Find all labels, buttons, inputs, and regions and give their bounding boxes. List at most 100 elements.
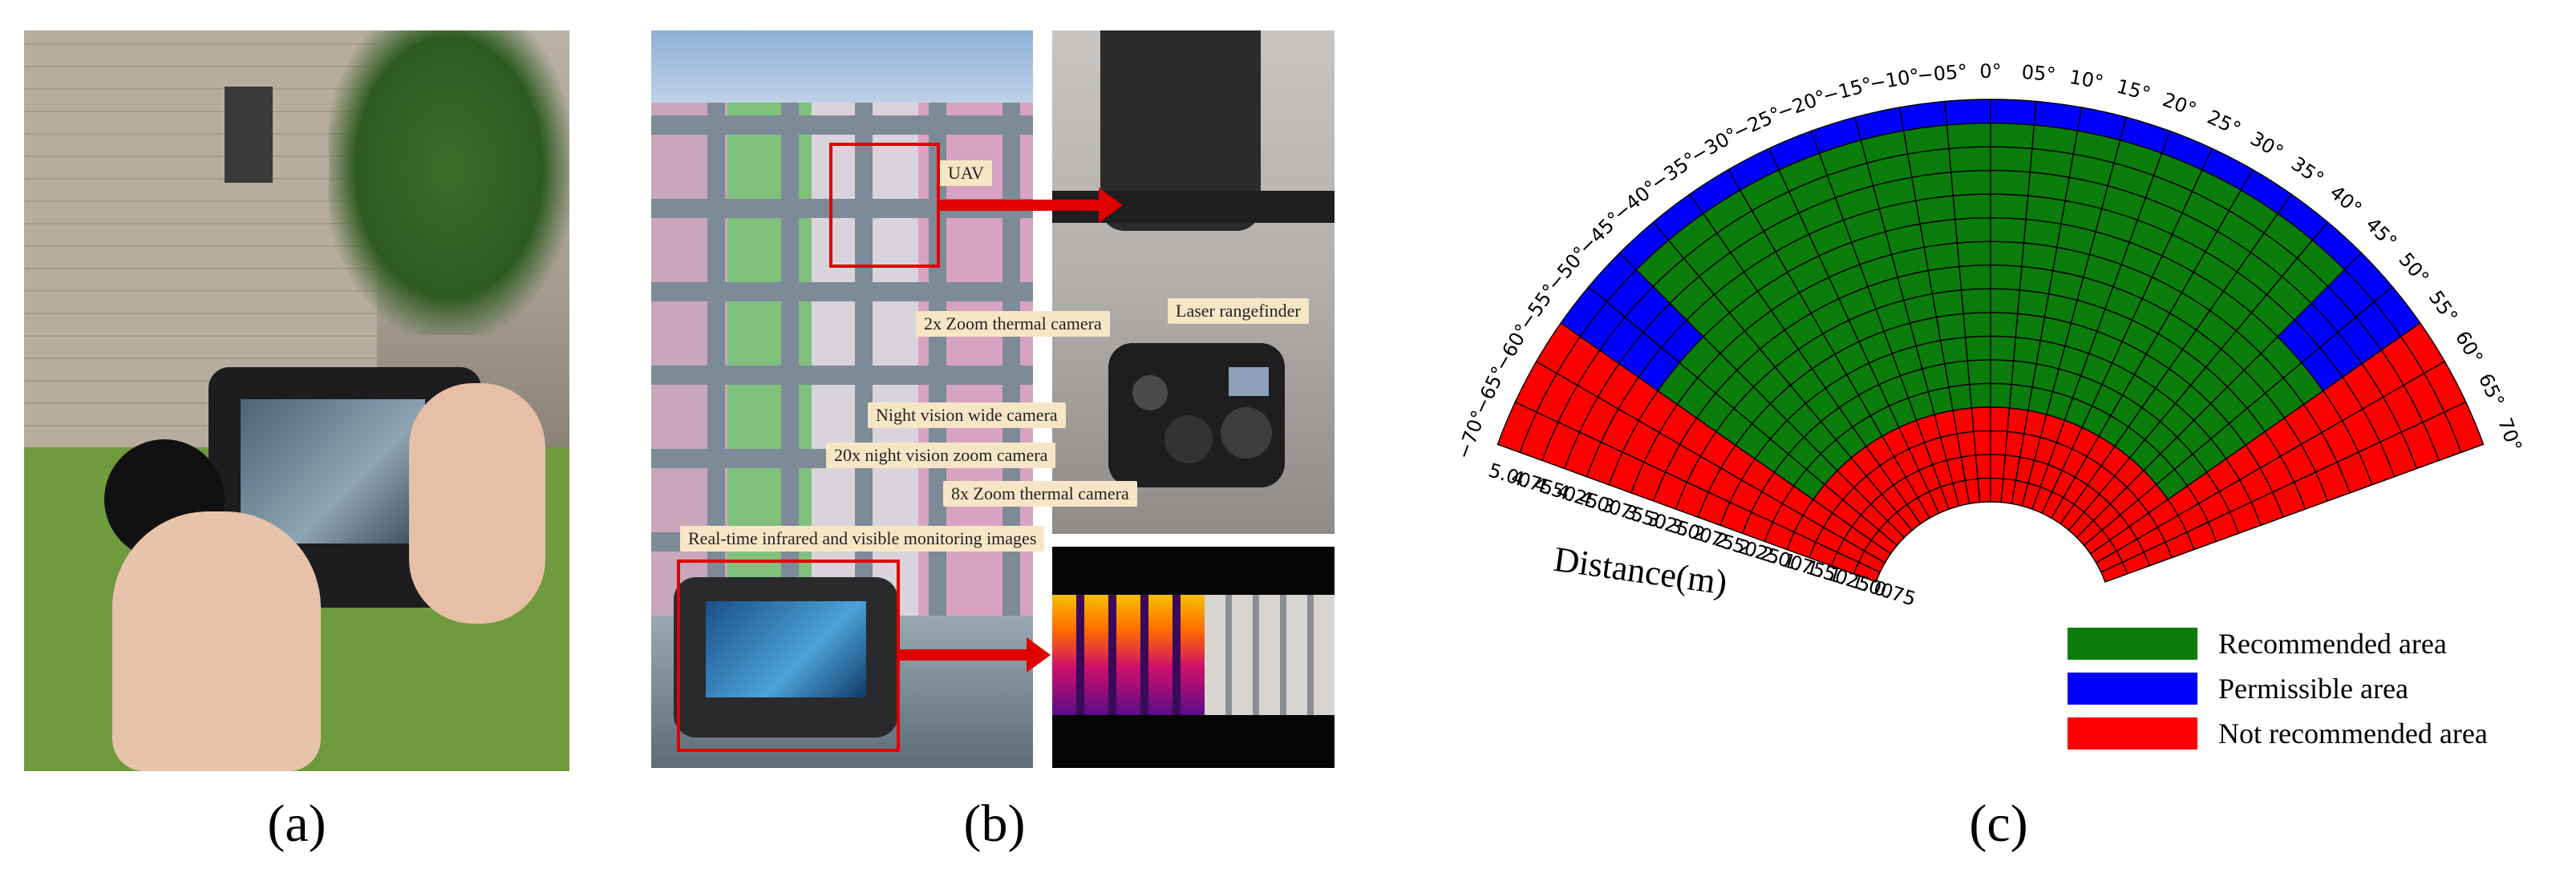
- polar-cell: [1990, 146, 2033, 173]
- angle-tick-label: 35°: [2287, 152, 2328, 190]
- visible-image: [1205, 595, 1335, 715]
- angle-tick-label: 0°: [1979, 60, 2001, 83]
- building-window: [225, 87, 273, 183]
- polar-cell: [1973, 430, 1991, 456]
- radial-tick-label: 0.75: [1871, 576, 1918, 610]
- polar-cell: [1948, 383, 1973, 411]
- caption-a: (a): [267, 794, 326, 853]
- polar-cell: [2444, 401, 2485, 454]
- hand-left: [112, 511, 321, 771]
- uav-highlight-box: [829, 143, 940, 268]
- polar-cell: [2021, 242, 2058, 272]
- polar-cell: [2015, 313, 2046, 341]
- polar-cell: [2012, 336, 2042, 365]
- angle-tick-label: 65°: [2474, 370, 2509, 410]
- angle-tick-label: 70°: [2493, 415, 2526, 455]
- polar-cell: [1944, 99, 1991, 126]
- polar-cell: [1977, 477, 1991, 503]
- polar-cell: [1990, 430, 2008, 456]
- lens-thermal-8x: [1221, 407, 1272, 459]
- hand-right: [409, 383, 545, 624]
- polar-cell: [1939, 336, 1969, 365]
- polar-cell: [1990, 122, 2035, 150]
- controller-screen: [706, 601, 866, 697]
- polar-cell: [1954, 216, 1991, 244]
- laser-rangefinder-window: [1229, 367, 1269, 396]
- angle-tick-label: 50°: [2394, 249, 2433, 289]
- lens-thermal-2x: [1132, 375, 1168, 410]
- angle-tick-label: 05°: [2021, 61, 2057, 87]
- callout-realtime-monitoring: Real-time infrared and visible monitorin…: [680, 526, 1045, 552]
- polar-cell: [1952, 407, 1975, 434]
- uav-arrow: [940, 188, 1123, 223]
- angle-tick-label: 25°: [2204, 106, 2244, 140]
- angle-tick-label: 55°: [2424, 286, 2462, 327]
- callout-night-zoom: 20x night vision zoom camera: [826, 442, 1056, 468]
- tree: [329, 30, 569, 335]
- polar-cell: [1931, 289, 1964, 318]
- angle-tick-label: 60°: [2451, 327, 2488, 368]
- callout-night-wide: Night vision wide camera: [868, 402, 1066, 428]
- legend-swatch-not-recommended: [2068, 717, 2197, 750]
- polar-cell: [1990, 288, 2021, 315]
- polar-cell: [1990, 335, 2017, 362]
- angle-tick-label: 15°: [2114, 75, 2153, 105]
- legend-swatch-permissible: [2068, 673, 2197, 705]
- polar-distance-angle-chart: −70°−65°−60°−55°−50°−45°−40°−35°−30°−25°…: [1452, 60, 2526, 611]
- polar-cell: [1944, 360, 1970, 388]
- polar-cell: [1990, 406, 2011, 433]
- polar-cell: [1990, 169, 2031, 196]
- legend-recommended: Recommended area: [2068, 627, 2447, 661]
- polar-cell: [1975, 454, 1991, 479]
- polar-cell: [1966, 359, 1991, 386]
- polar-cell: [1935, 313, 1966, 341]
- angle-tick-label: 40°: [2326, 181, 2367, 220]
- angle-tick-label: −15°: [1821, 73, 1875, 107]
- polar-cell: [1964, 335, 1991, 362]
- photo-drone-gimbal: [1052, 30, 1335, 534]
- polar-cell: [1952, 193, 1991, 220]
- polar-cell: [1990, 240, 2025, 268]
- angle-tick-label: −20°: [1774, 86, 1829, 124]
- legend-not-recommended: Not recommended area: [2068, 717, 2488, 750]
- polar-cell: [1960, 288, 1991, 315]
- angle-tick-label: 30°: [2246, 127, 2287, 164]
- angle-tick-label: −10°: [1868, 64, 1922, 95]
- legend-label-not-recommended: Not recommended area: [2218, 717, 2488, 750]
- caption-b: (b): [963, 794, 1026, 853]
- thermal-camera-screen: [241, 399, 425, 544]
- radial-axis-label: Distance(m): [1551, 539, 1729, 603]
- photo-handheld-thermal-camera: [24, 30, 569, 771]
- legend-label-permissible: Permissible area: [2218, 673, 2408, 705]
- polar-cell: [1990, 99, 2037, 126]
- polar-cell: [1962, 312, 1991, 338]
- polar-cell: [1958, 265, 1991, 291]
- polar-cell: [1923, 242, 1960, 272]
- polar-cell: [1990, 216, 2027, 244]
- legend-permissible: Permissible area: [2068, 672, 2408, 705]
- legend-swatch-recommended: [2068, 628, 2197, 660]
- angle-tick-label: 10°: [2068, 66, 2105, 94]
- controller-highlight-box: [677, 560, 900, 752]
- thermal-image: [1052, 595, 1205, 715]
- polar-cell: [1956, 240, 1991, 268]
- polar-cell: [2019, 265, 2054, 295]
- polar-cell: [1970, 406, 1991, 433]
- polar-cell: [1946, 122, 1991, 150]
- callout-uav: UAV: [940, 160, 992, 186]
- polar-cell: [1927, 265, 1962, 295]
- callout-8x-thermal: 8x Zoom thermal camera: [943, 481, 1137, 507]
- lens-night-zoom: [1164, 415, 1213, 463]
- polar-cell: [1948, 146, 1991, 173]
- photo-building-facade: [651, 30, 1033, 768]
- photo-thermal-visible-strip: [1052, 547, 1335, 768]
- polar-cell: [1990, 312, 2019, 338]
- angle-tick-label: 45°: [2361, 213, 2401, 253]
- polar-cell: [1990, 382, 2012, 409]
- photo-remote-controller: [674, 577, 898, 738]
- polar-cell: [2017, 289, 2050, 318]
- polar-cell: [1990, 193, 2029, 220]
- polar-cell: [1969, 382, 1991, 409]
- angle-tick-label: 20°: [2160, 88, 2200, 121]
- monitoring-arrow: [900, 637, 1051, 673]
